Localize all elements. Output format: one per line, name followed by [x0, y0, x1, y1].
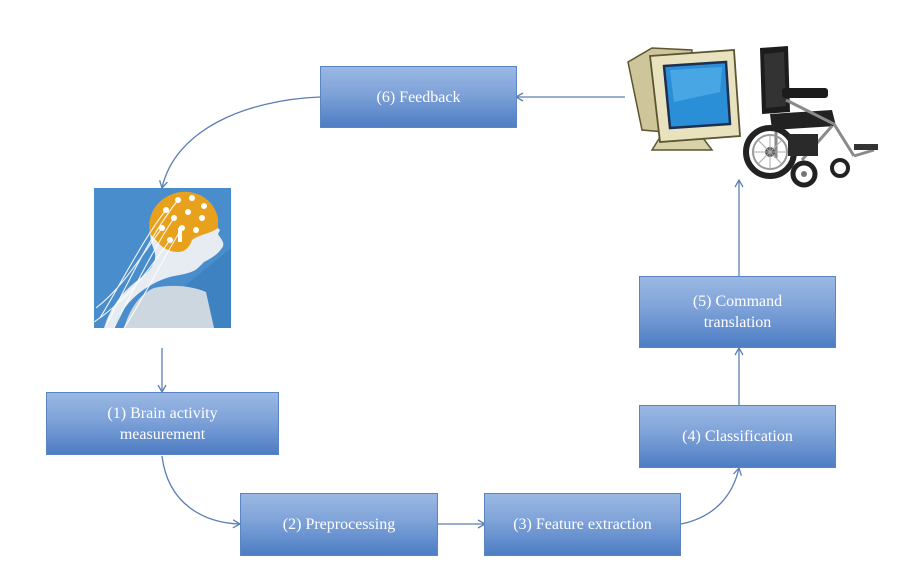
step-command-translation-label-2: translation [703, 314, 772, 331]
step-brain-activity-box: (1) Brain activity measurement [46, 392, 279, 455]
step-preprocessing-label: (2) Preprocessing [282, 516, 396, 533]
computer-monitor-icon [627, 47, 741, 151]
step-feedback-box: (6) Feedback [320, 66, 517, 128]
step-classification-box: (4) Classification [639, 405, 836, 468]
step-feature-extraction-label: (3) Feature extraction [513, 516, 652, 533]
step-command-translation-box: (5) Command translation [639, 276, 836, 348]
wheelchair-icon [743, 46, 878, 188]
step-brain-activity-label-2: measurement [119, 425, 206, 443]
step-feature-extraction-box: (3) Feature extraction [484, 493, 681, 556]
step-command-translation-label-1: (5) Command [692, 293, 783, 310]
arrow-feedback-to-head [159, 96, 321, 190]
step-brain-activity-label-1: (1) Brain activity [107, 404, 218, 422]
arrow-measurement-to-preprocessing [161, 455, 242, 529]
eeg-head-icon [94, 188, 231, 328]
step-feedback-label: (6) Feedback [376, 88, 461, 106]
arrow-feature-to-classification [680, 466, 743, 525]
step-classification-label: (4) Classification [682, 428, 793, 445]
step-preprocessing-box: (2) Preprocessing [240, 493, 438, 556]
